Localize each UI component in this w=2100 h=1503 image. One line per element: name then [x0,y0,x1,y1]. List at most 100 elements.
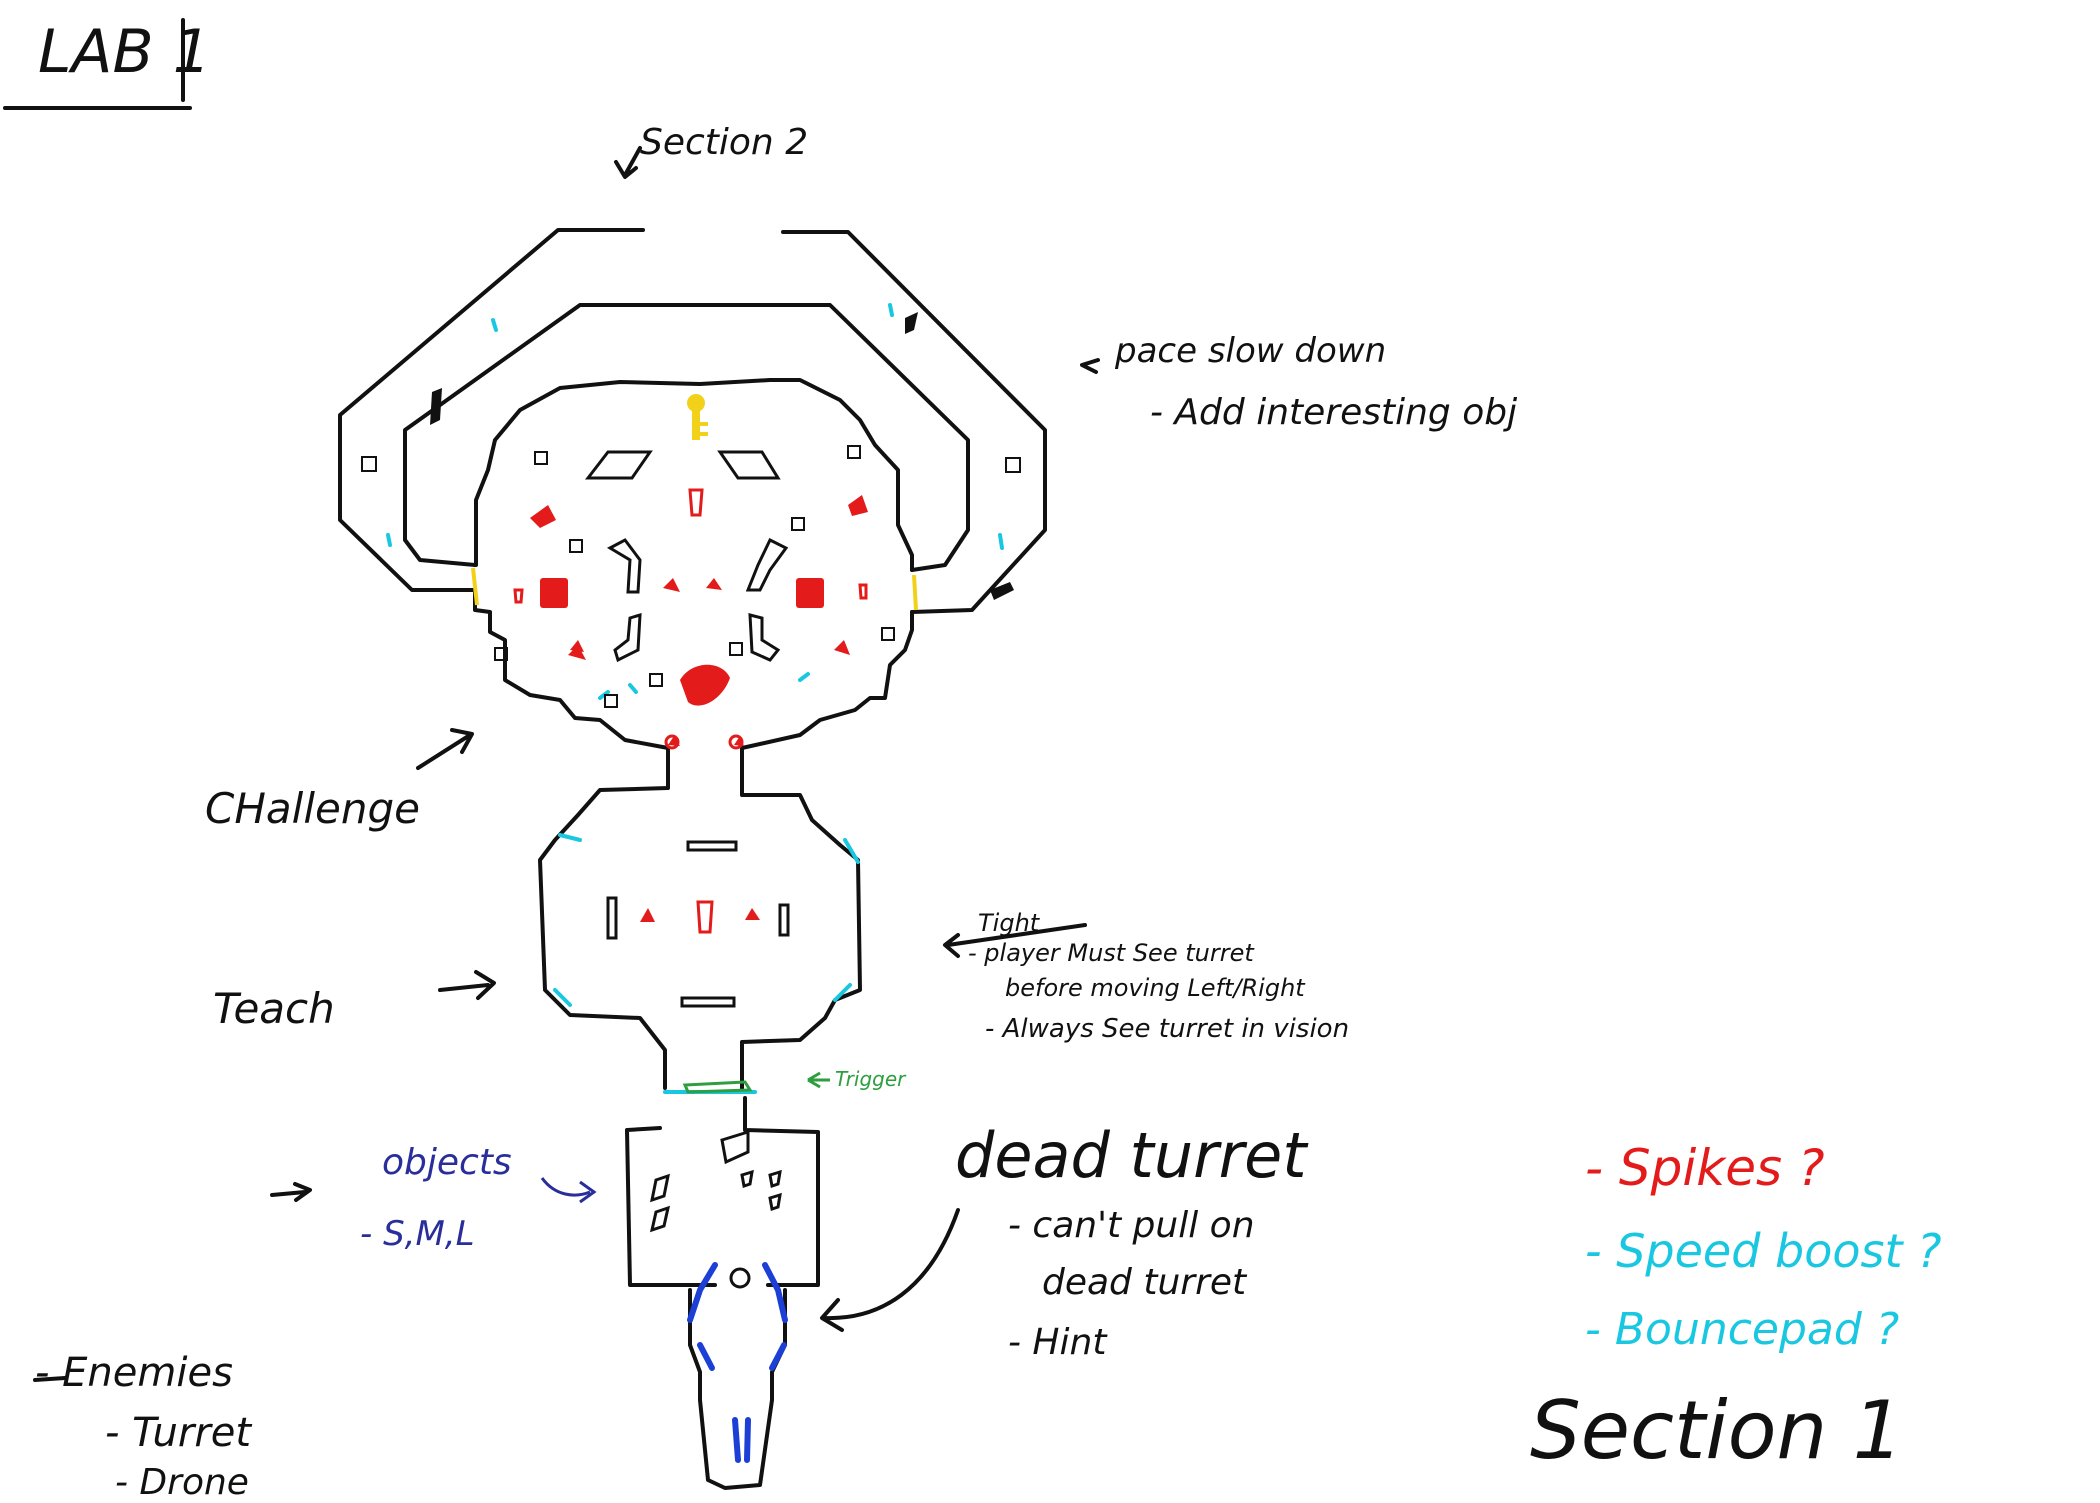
enemy-drone: - Drone [115,1462,249,1503]
crate-8 [881,627,895,641]
bounce-pad-left-top [687,1262,718,1323]
dead-turret-note-3: - Hint [1008,1322,1107,1363]
speed-boost-room-2 [628,683,638,694]
object-large [720,1129,750,1165]
turret-icon-teach [696,900,714,934]
speed-boost-teach-tl [558,833,582,842]
key-icon [687,394,708,440]
object-medium-2 [649,1205,671,1233]
teach-spike-left [640,908,655,922]
outer-loop-corridor [338,228,1047,614]
challenge-room-outline [473,378,914,777]
speed-boost-corridor-1 [491,318,498,332]
spike-small-3 [734,736,744,746]
page-title: LAB 1 [38,17,211,87]
speed-boost-teach-tr [843,838,860,864]
crate-6 [569,539,583,553]
turret-dot-left [664,734,680,750]
challenge-label: CHallenge [205,784,420,833]
bounce-pad-right-mid [769,1342,787,1371]
legend-spikes: - Spikes ? [1585,1139,1825,1197]
corridor-block-left [430,388,442,425]
bounce-pad-left-mid [697,1342,715,1371]
dead-turret-heading: dead turret [955,1119,1307,1192]
tight-note-2: before moving Left/Right [1005,974,1305,1002]
section2-label: Section 2 [640,122,809,163]
object-small-3 [768,1192,782,1211]
crate-11 [604,694,618,708]
object-small-2 [768,1169,782,1188]
left-door-yellow [471,567,479,606]
obstacle-3 [606,538,642,594]
teach-arrow [438,970,496,1000]
crate-9 [649,673,663,687]
dead-turret-arrow [820,1208,960,1332]
pace-arrow [1080,358,1100,374]
tight-label: Tight [978,909,1040,937]
object-small-1 [740,1169,754,1188]
spike-5 [568,645,586,660]
dead-turret-note-2: dead turret [1042,1262,1247,1303]
crate-2 [1005,457,1021,473]
speed-boost-corridor-3 [888,303,894,317]
bounce-pad-left-low [732,1417,741,1463]
speed-boost-corridor-2 [386,533,392,547]
objects-sizes-label: - S,M,L [360,1214,475,1254]
crate-7 [494,647,508,661]
legend-bouncepad: - Bouncepad ? [1585,1304,1900,1355]
corridor-block-right [905,312,918,334]
cover-top [686,840,738,852]
speed-boost-teach-br [833,983,852,1002]
spike-2 [848,495,868,516]
tight-note-3: - Always See turret in vision [985,1014,1350,1044]
trigger-label: Trigger [835,1067,906,1091]
bounce-pad-right-low [744,1417,751,1463]
pace-note: pace slow down [1115,331,1387,371]
challenge-arrow [416,728,474,770]
spike-6 [834,640,850,655]
corridor-block-br [990,582,1014,600]
spike-4 [706,578,722,590]
bounce-pad-right-top [762,1262,788,1323]
spike-block-left [540,578,568,608]
obstacle-4 [745,537,789,592]
spike-3 [663,578,680,592]
objects-label: objects [382,1142,512,1183]
tight-arrow [943,923,1087,958]
speed-boost-room-3 [798,672,810,682]
obstacle-1 [584,450,653,480]
spike-small-2 [668,736,680,746]
teach-spike-right [745,908,760,920]
teach-room-outline [538,773,862,1090]
enemies-dash [33,1376,67,1382]
trigger-arrow [807,1071,830,1089]
enemies-header: - Enemies [35,1350,233,1396]
cover-bottom [680,996,736,1008]
objects-arrow-left [270,1182,312,1202]
crate-1 [361,456,377,472]
crate-3 [534,451,548,465]
spike-big-bottom [680,664,730,706]
cover-left [606,896,618,940]
spike-block-right [796,578,824,608]
inner-loop-corridor [403,303,970,572]
section2-arrow [614,146,642,179]
tight-note-1: - player Must See turret [968,939,1254,967]
crate-4 [847,445,861,459]
dead-turret-marker [729,1267,751,1289]
crate-10 [729,642,743,656]
obstacle-6 [748,613,781,662]
teach-label: Teach [213,984,335,1033]
crate-5 [791,517,805,531]
speed-boost-corridor-4 [998,533,1004,550]
object-medium-1 [650,1173,670,1203]
speed-boost-teach-bl [553,988,572,1007]
objects-arrow-blue [540,1177,597,1204]
enemy-turret: - Turret [105,1410,252,1456]
pace-sub-note: - Add interesting obj [1150,392,1518,433]
legend-speed-boost: - Speed boost ? [1585,1224,1942,1278]
section1-label: Section 1 [1530,1384,1904,1477]
turret-icon-top [688,488,704,517]
object-room-outline [625,1096,820,1287]
